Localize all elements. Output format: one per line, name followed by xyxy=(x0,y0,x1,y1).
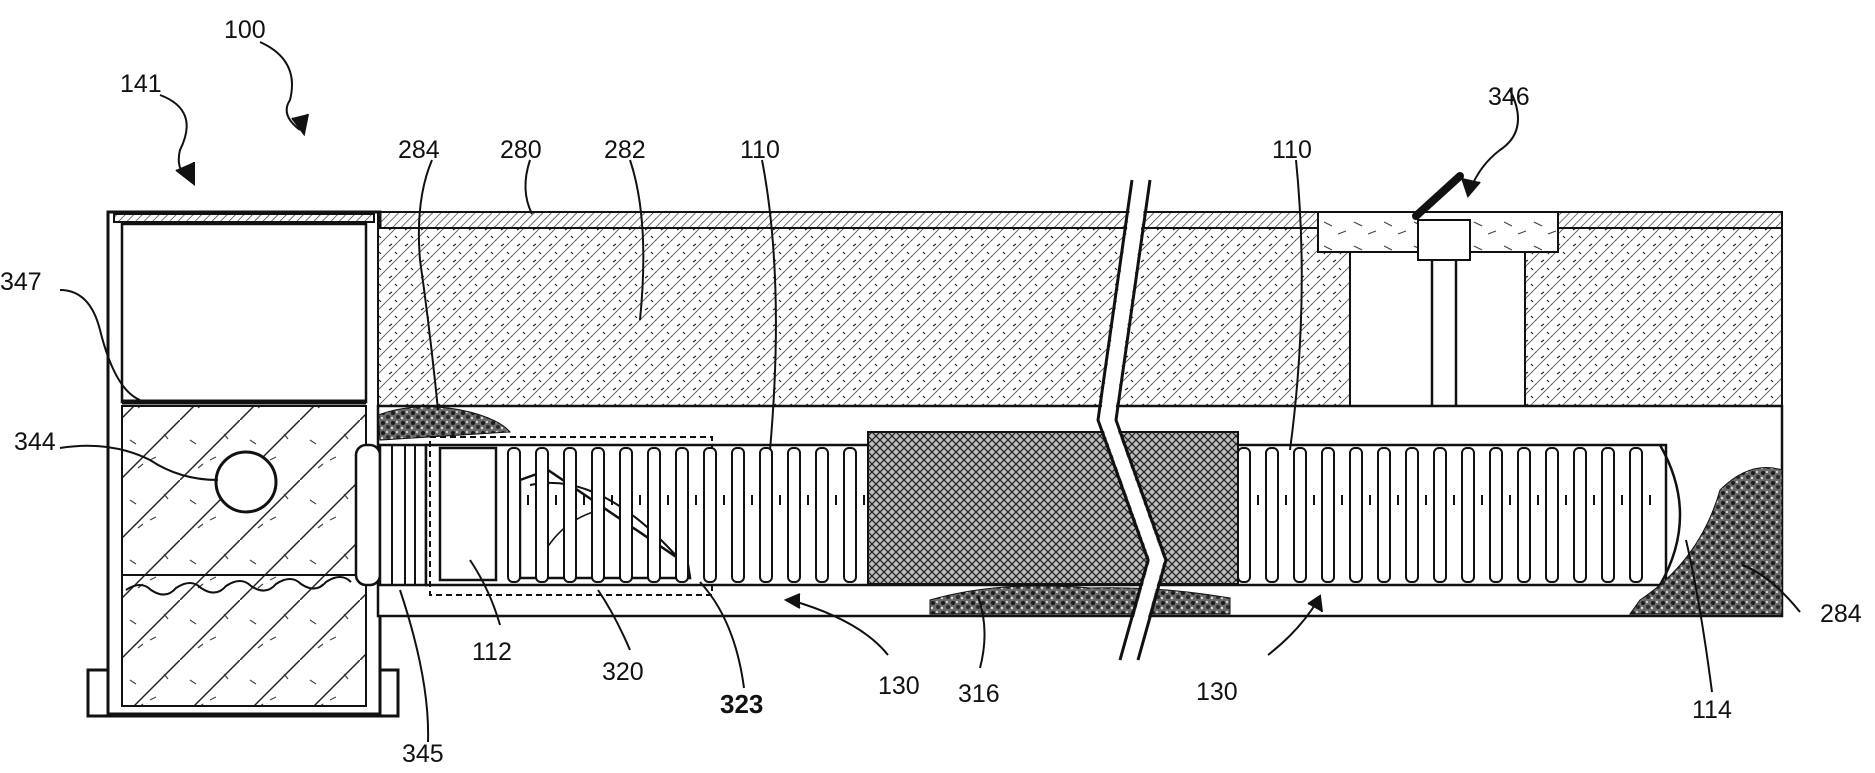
label-284-right: 284 xyxy=(1820,600,1862,628)
label-347: 347 xyxy=(0,268,42,296)
corrugation-rib xyxy=(592,448,604,582)
corrugation-rib xyxy=(1574,448,1586,582)
label-100: 100 xyxy=(224,16,266,44)
corrugation-rib xyxy=(760,448,772,582)
corrugation-rib xyxy=(1434,448,1446,582)
corrugation-rib xyxy=(1518,448,1530,582)
corrugation-rib xyxy=(1238,448,1250,582)
corrugation-rib xyxy=(1602,448,1614,582)
label-345: 345 xyxy=(402,740,444,768)
catch-basin xyxy=(88,212,398,716)
label-323: 323 xyxy=(720,689,763,719)
corrugation-rib xyxy=(648,448,660,582)
label-284-left: 284 xyxy=(398,136,440,164)
corrugation-rib xyxy=(620,448,632,582)
corrugation-rib xyxy=(1546,448,1558,582)
label-110-right: 110 xyxy=(1272,136,1312,164)
corrugation-rib xyxy=(1266,448,1278,582)
corrugation-rib xyxy=(1406,448,1418,582)
corrugation-rib xyxy=(704,448,716,582)
label-110-left: 110 xyxy=(740,136,780,164)
corrugation-rib xyxy=(564,448,576,582)
label-141: 141 xyxy=(120,70,162,98)
corrugation-rib xyxy=(1490,448,1502,582)
label-112: 112 xyxy=(472,638,512,666)
corrugation-rib xyxy=(676,448,688,582)
corrugation-rib xyxy=(1322,448,1334,582)
label-114: 114 xyxy=(1692,696,1732,724)
corrugation-rib xyxy=(732,448,744,582)
corrugation-rib xyxy=(1350,448,1362,582)
label-344: 344 xyxy=(14,428,56,456)
corrugation-rib xyxy=(508,448,520,582)
corrugation-rib xyxy=(844,448,856,582)
label-346: 346 xyxy=(1488,83,1530,111)
label-282: 282 xyxy=(604,136,646,164)
corrugation-rib xyxy=(788,448,800,582)
outlet-pipe-circle xyxy=(216,452,276,512)
label-130-right: 130 xyxy=(1196,678,1238,706)
corrugation-rib xyxy=(1294,448,1306,582)
corrugation-rib xyxy=(536,448,548,582)
corrugation-rib xyxy=(1378,448,1390,582)
corrugation-rib xyxy=(1462,448,1474,582)
label-280: 280 xyxy=(500,136,542,164)
label-316: 316 xyxy=(958,680,1000,708)
corrugation-rib xyxy=(1630,448,1642,582)
label-130-left: 130 xyxy=(878,672,920,700)
corrugation-rib xyxy=(816,448,828,582)
label-320: 320 xyxy=(602,658,644,686)
